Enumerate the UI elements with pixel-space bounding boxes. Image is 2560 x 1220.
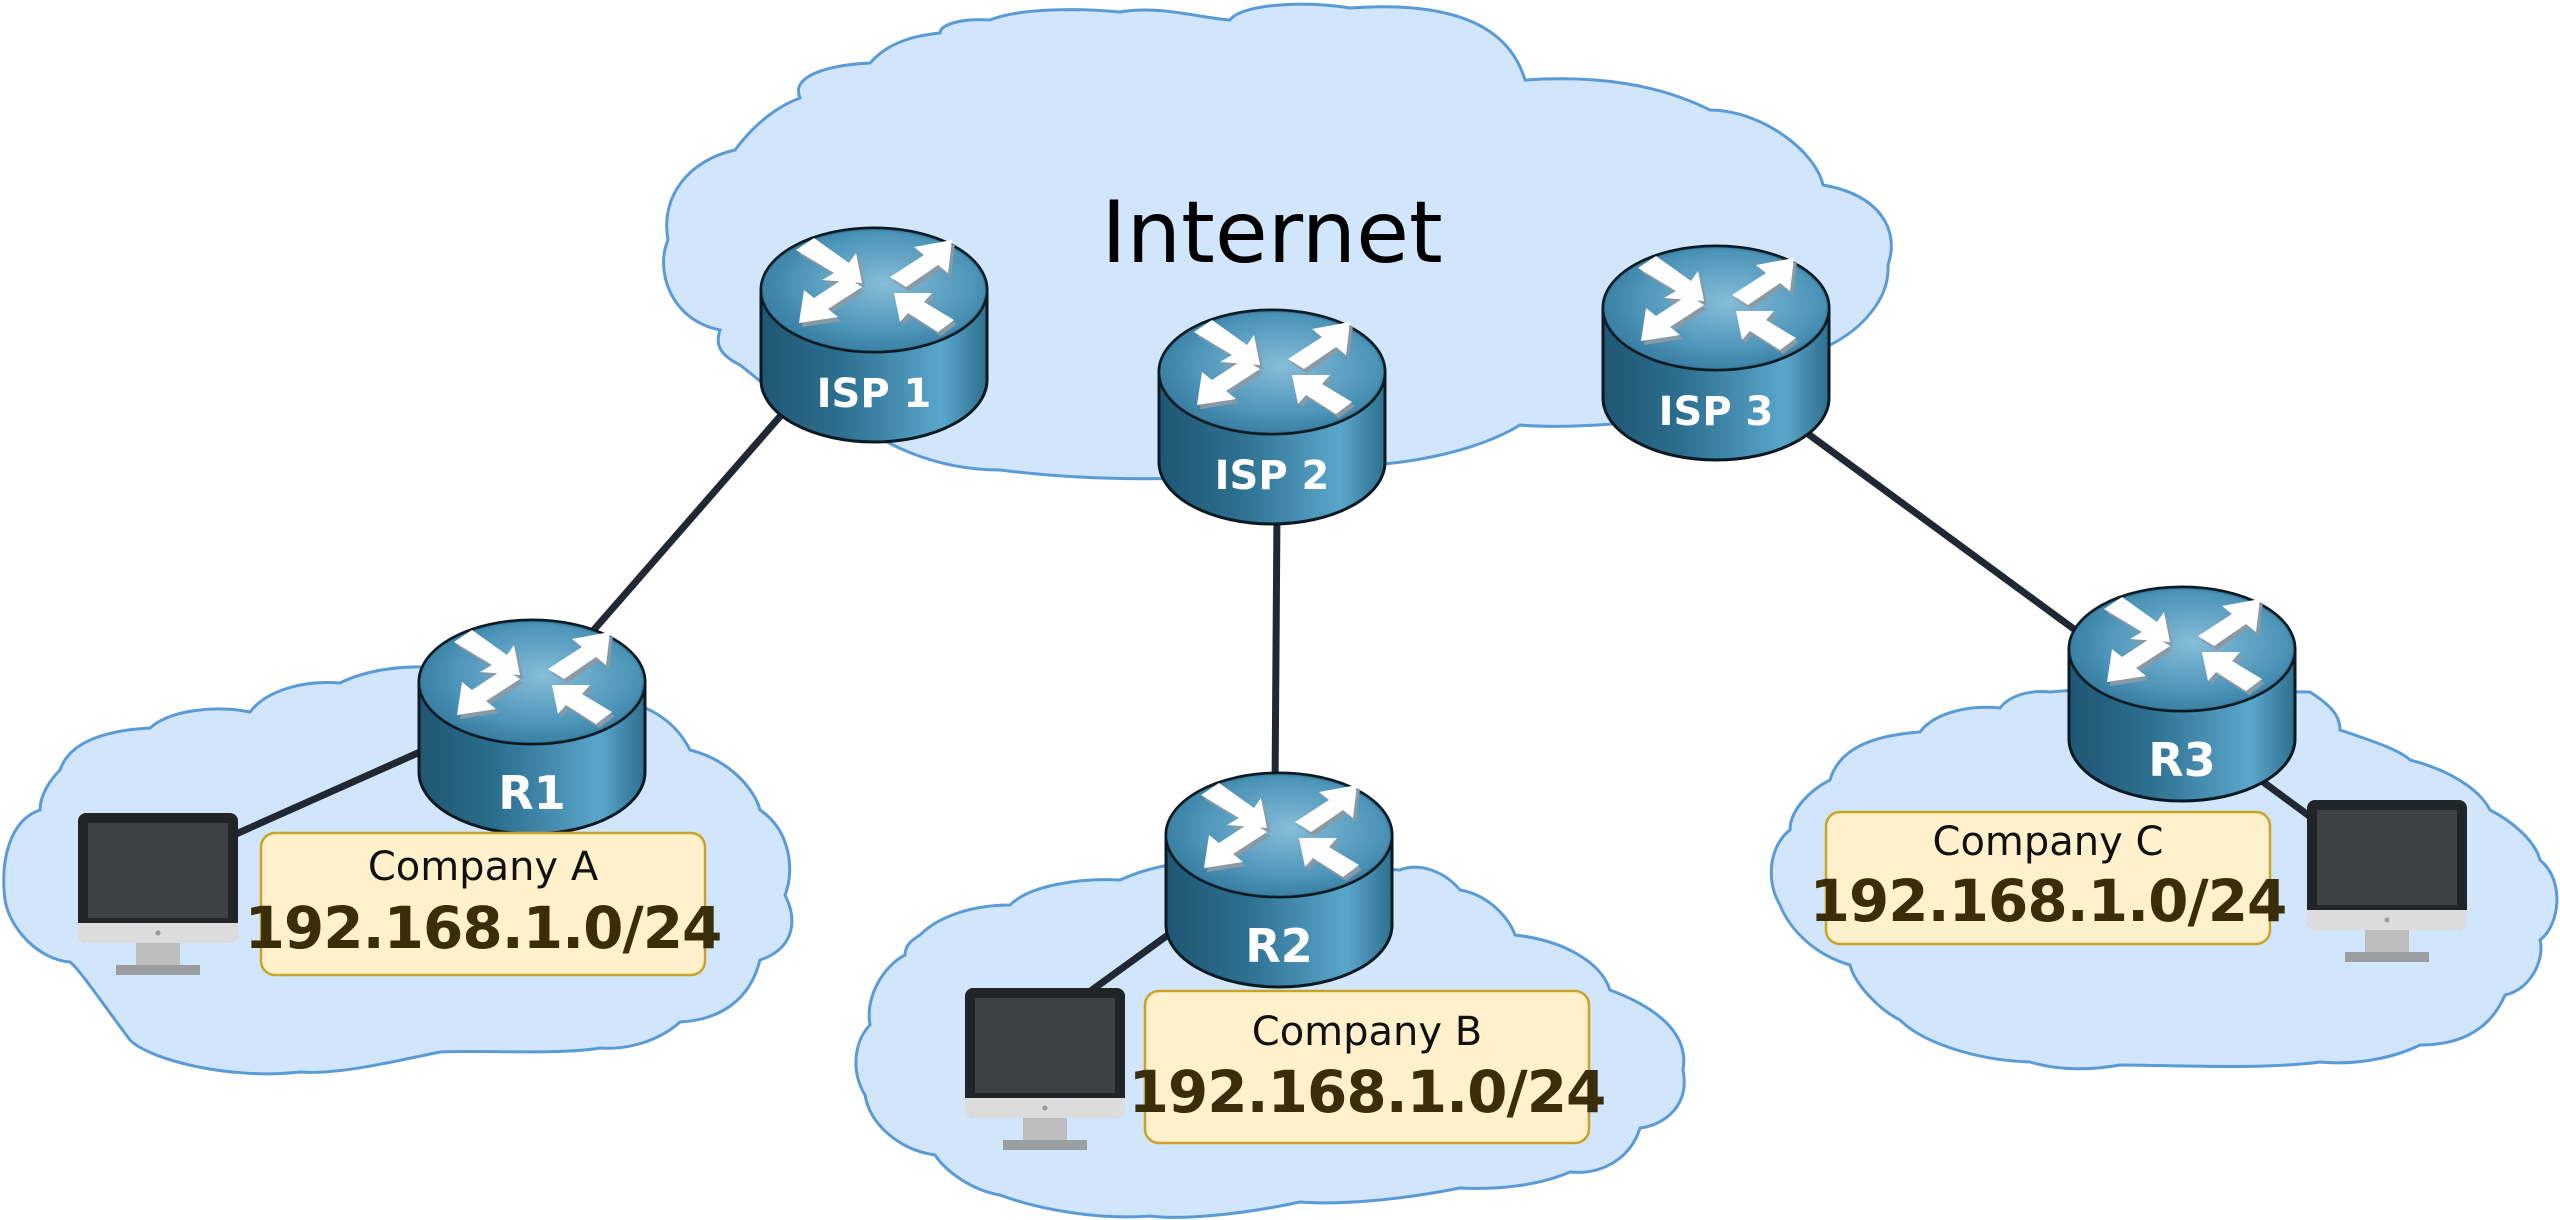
router-label-isp1: ISP 1 bbox=[817, 371, 932, 417]
company-a-name: Company A bbox=[368, 844, 599, 890]
company-b-name: Company B bbox=[1252, 1009, 1482, 1055]
router-label-isp3: ISP 3 bbox=[1659, 389, 1774, 435]
router-label-r3: R3 bbox=[2148, 733, 2215, 787]
link-isp3-r3 bbox=[1796, 424, 2086, 639]
company-c-subnet: 192.168.1.0/24 bbox=[1810, 867, 2287, 935]
router-r1[interactable]: R1 bbox=[417, 618, 647, 836]
link-r1-pc-a bbox=[232, 748, 424, 838]
router-label-r1: R1 bbox=[498, 766, 565, 820]
link-isp1-r1 bbox=[581, 401, 794, 644]
company-a-box bbox=[259, 831, 707, 977]
router-isp1[interactable]: ISP 1 bbox=[759, 226, 989, 444]
company-c-box bbox=[1824, 810, 2272, 946]
link-isp2-r2 bbox=[1271, 506, 1281, 794]
router-label-r2: R2 bbox=[1245, 919, 1312, 973]
company-b-label: Company B 192.168.1.0/24 bbox=[1129, 989, 1606, 1145]
router-isp2[interactable]: ISP 2 bbox=[1157, 308, 1387, 526]
router-r2[interactable]: R2 bbox=[1164, 771, 1394, 989]
router-isp3[interactable]: ISP 3 bbox=[1601, 244, 1831, 462]
company-a-label: Company A 192.168.1.0/24 bbox=[245, 831, 722, 977]
internet-label: Internet bbox=[1101, 183, 1442, 283]
company-b-box bbox=[1143, 989, 1591, 1145]
router-label-isp2: ISP 2 bbox=[1215, 453, 1330, 499]
company-c-name: Company C bbox=[1933, 819, 2164, 865]
company-a-subnet: 192.168.1.0/24 bbox=[245, 894, 722, 962]
link-r2-pc-b bbox=[1088, 928, 1176, 994]
company-b-subnet: 192.168.1.0/24 bbox=[1129, 1058, 1606, 1126]
router-r3[interactable]: R3 bbox=[2067, 585, 2297, 803]
company-c-label: Company C 192.168.1.0/24 bbox=[1810, 810, 2287, 946]
